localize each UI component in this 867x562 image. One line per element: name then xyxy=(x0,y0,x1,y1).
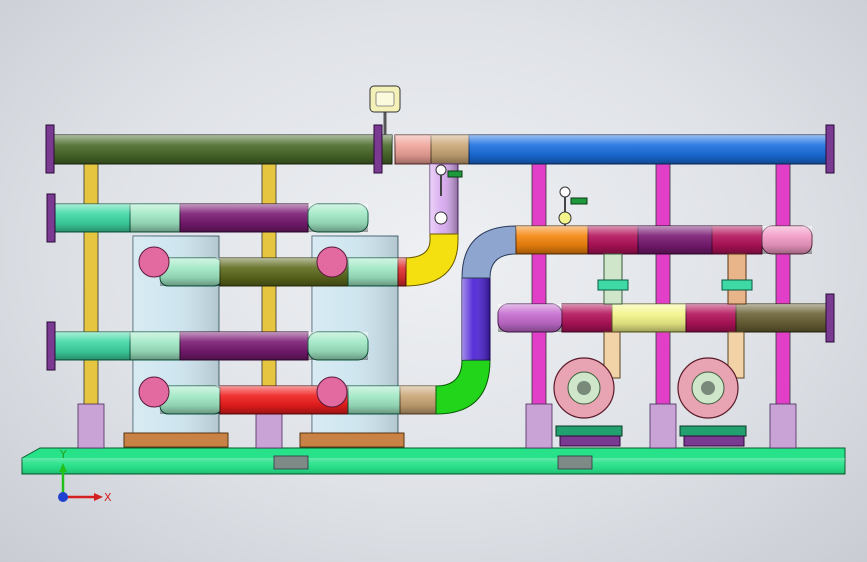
right-header-lower[interactable] xyxy=(497,293,835,343)
valve-icon[interactable] xyxy=(138,246,348,408)
exchanger-outlet-lower[interactable] xyxy=(159,385,437,415)
green-elbow[interactable] xyxy=(435,359,491,415)
pump-riser-left[interactable] xyxy=(597,253,629,305)
base-frame[interactable] xyxy=(21,447,846,475)
exchanger-outlet-upper[interactable] xyxy=(159,257,407,287)
indigo-riser[interactable] xyxy=(461,277,491,361)
base-cutout-right xyxy=(557,455,593,470)
axis-x-label: X xyxy=(104,491,112,504)
yellow-elbow[interactable] xyxy=(403,233,459,287)
support-foot xyxy=(769,403,797,449)
left-header-upper[interactable] xyxy=(46,193,369,243)
axis-y-label: Y xyxy=(59,448,67,461)
right-header-upper[interactable] xyxy=(515,225,813,255)
thermometer-icon[interactable] xyxy=(435,164,463,196)
pump-riser-right[interactable] xyxy=(721,253,753,305)
pump-icon[interactable] xyxy=(677,331,747,447)
pump-icon[interactable] xyxy=(553,331,623,447)
pressure-gauge-icon[interactable] xyxy=(558,186,588,226)
top-header-right[interactable] xyxy=(394,124,835,174)
top-header-left[interactable] xyxy=(45,124,393,174)
pressure-gauge-icon[interactable] xyxy=(434,211,448,225)
left-header-lower[interactable] xyxy=(46,321,369,371)
axis-triad-icon: Y X xyxy=(58,448,112,504)
junction-box-icon[interactable] xyxy=(369,85,401,135)
support-foot xyxy=(649,403,677,449)
base-cutout-left xyxy=(273,455,309,470)
support-foot xyxy=(77,403,105,449)
support-foot xyxy=(525,403,553,449)
steel-elbow[interactable] xyxy=(461,225,517,279)
